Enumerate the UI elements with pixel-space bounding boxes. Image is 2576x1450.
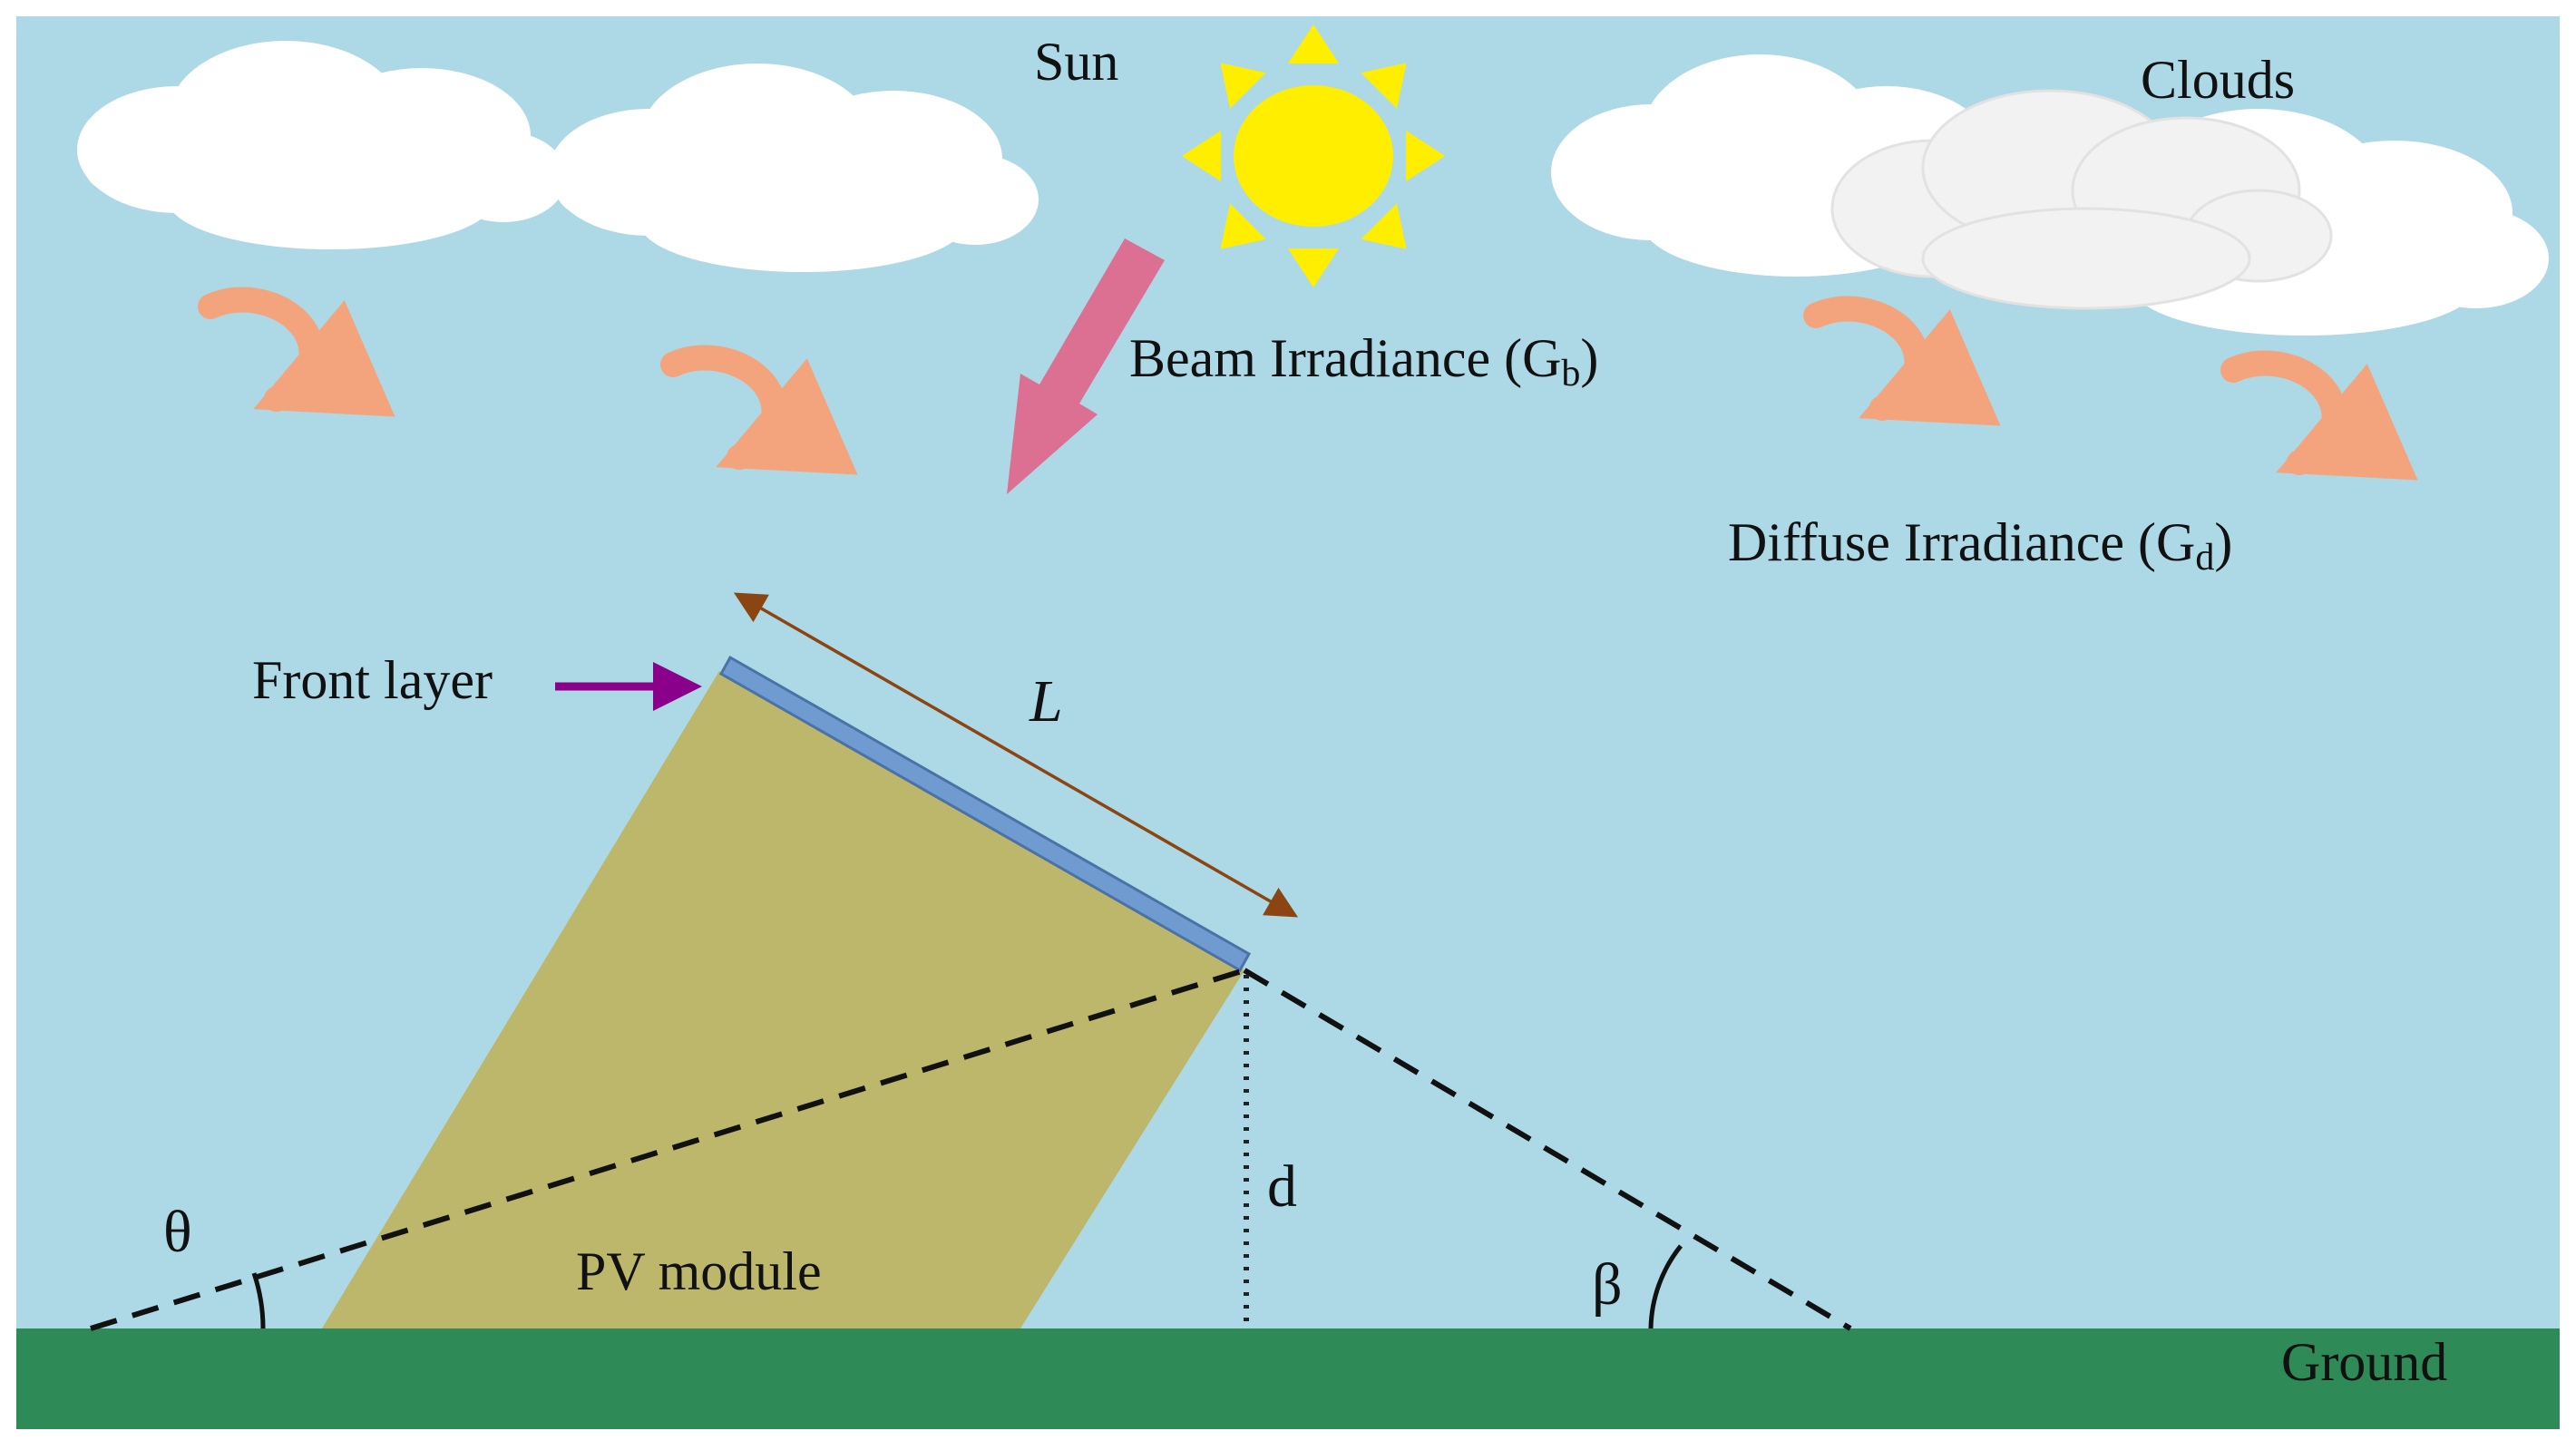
sun-icon	[1182, 24, 1445, 287]
length-label: L	[1029, 668, 1063, 735]
diffuse-irradiance-close: )	[2214, 512, 2232, 572]
length-arrow	[733, 592, 1299, 918]
sight-line-dashed	[90, 968, 1245, 1331]
theta-angle-arc	[251, 1272, 266, 1329]
beam-irradiance-label: Beam Irradiance (Gb)	[1129, 328, 1598, 394]
diffuse-irradiance-subscript: d	[2195, 537, 2214, 579]
tilt-extension-dashed	[1243, 968, 1852, 1331]
beam-arrow-icon	[1007, 238, 1165, 494]
cloud-icon	[1830, 89, 2333, 310]
diffuse-arrow-icon	[660, 345, 858, 475]
beta-angle-arc	[1648, 1244, 1683, 1329]
diffuse-arrow-icon	[2220, 350, 2418, 481]
diffuse-irradiance-text: Diffuse Irradiance (G	[1728, 512, 2195, 572]
diffuse-arrow-icon	[1803, 296, 2001, 426]
front-layer-label: Front layer	[252, 650, 493, 710]
cloud-icon	[549, 63, 1039, 272]
clouds-label: Clouds	[2141, 50, 2295, 110]
beam-irradiance-subscript: b	[1561, 353, 1580, 394]
beam-irradiance-close: )	[1580, 328, 1598, 388]
beta-label: β	[1592, 1251, 1623, 1318]
beam-irradiance-text: Beam Irradiance (G	[1129, 328, 1561, 388]
pv-module-body	[322, 671, 1244, 1328]
ground-label: Ground	[2281, 1332, 2447, 1392]
theta-label: θ	[163, 1199, 192, 1265]
diffuse-arrow-icon	[198, 287, 395, 417]
pv-module-label: PV module	[576, 1241, 822, 1301]
cloud-icon	[77, 41, 567, 249]
ground	[16, 1328, 2560, 1429]
distance-label: d	[1267, 1153, 1297, 1220]
sun-label: Sun	[1034, 32, 1118, 92]
diffuse-irradiance-label: Diffuse Irradiance (Gd)	[1728, 512, 2232, 579]
